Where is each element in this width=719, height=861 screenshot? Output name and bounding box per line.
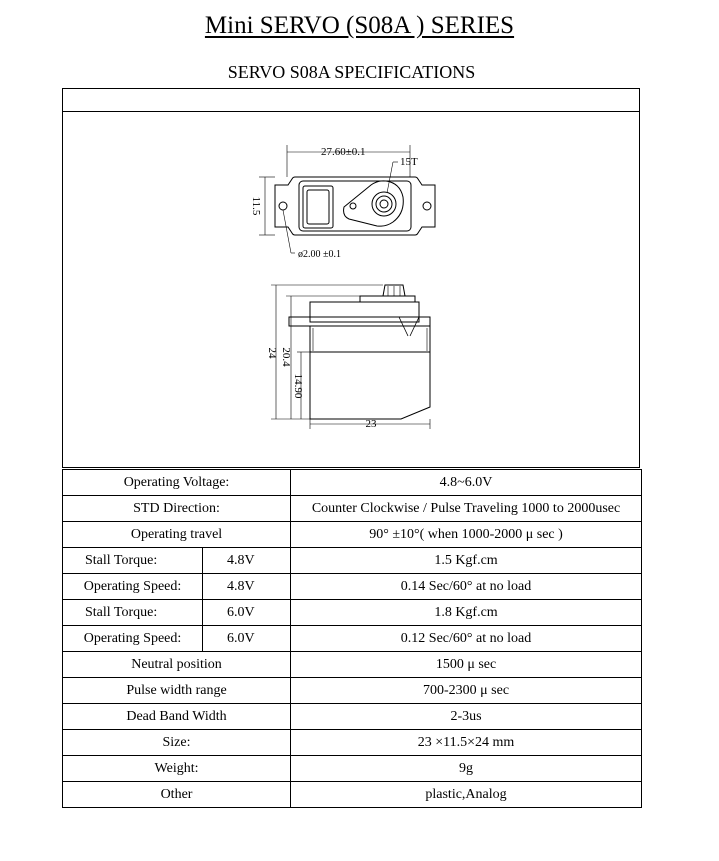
table-row: Size: 23 ×11.5×24 mm <box>61 729 643 756</box>
table-row: Weight: 9g <box>61 755 643 782</box>
spec-value: 9g <box>290 755 643 782</box>
spec-value: 2-3us <box>290 703 643 730</box>
table-row: Operating Voltage: 4.8~6.0V <box>61 469 643 496</box>
spec-value: 700-2300 μ sec <box>290 677 643 704</box>
spec-value: 4.8~6.0V <box>290 469 643 496</box>
body-width-label: 23 <box>366 418 378 430</box>
spec-value: 1.8 Kgf.cm <box>290 599 643 626</box>
spec-voltage: 6.0V <box>201 599 292 626</box>
table-row: Other plastic,Analog <box>61 781 643 808</box>
spec-label: STD Direction: <box>61 495 292 522</box>
spec-voltage: 6.0V <box>201 625 292 652</box>
hole-dimension-label: ø2.00 ±0.1 <box>298 249 341 260</box>
frame-header-divider <box>63 111 639 112</box>
table-row: Stall Torque: 4.8V 1.5 Kgf.cm <box>62 547 643 574</box>
spec-value: 1500 μ sec <box>290 651 643 678</box>
spec-label: Stall Torque: <box>62 599 203 626</box>
spec-label: Neutral position <box>61 651 292 678</box>
spec-label: Stall Torque: <box>62 547 203 574</box>
spec-value: 0.14 Sec/60° at no load <box>290 573 643 600</box>
spec-voltage: 4.8V <box>201 573 292 600</box>
lower-height-label: 14.90 <box>292 374 304 399</box>
spec-label: Other <box>61 781 292 808</box>
document-title: Mini SERVO (S08A ) SERIES <box>204 12 515 39</box>
specifications-table: Operating Voltage: 4.8~6.0V STD Directio… <box>61 469 643 808</box>
spline-label: 15T <box>400 156 418 168</box>
overall-height-label: 24 <box>266 348 278 360</box>
spec-value: plastic,Analog <box>290 781 643 808</box>
table-row: Dead Band Width 2-3us <box>61 703 643 730</box>
table-row: Operating Speed: 6.0V 0.12 Sec/60° at no… <box>62 625 643 652</box>
drawing-frame: 27.60±0.1 15T ø2.00 ±0.1 11.5 24 20.4 14… <box>62 88 640 468</box>
spec-value: 0.12 Sec/60° at no load <box>290 625 643 652</box>
height-dimension-label: 11.5 <box>250 197 262 216</box>
body-height-label: 20.4 <box>280 347 292 367</box>
table-row: Pulse width range 700-2300 μ sec <box>61 677 643 704</box>
table-row: Neutral position 1500 μ sec <box>61 651 643 678</box>
width-dimension-label: 27.60±0.1 <box>321 146 366 158</box>
spec-label: Dead Band Width <box>61 703 292 730</box>
table-row: Operating Speed: 4.8V 0.14 Sec/60° at no… <box>62 573 643 600</box>
spec-label: Operating travel <box>61 521 292 548</box>
spec-voltage: 4.8V <box>201 547 292 574</box>
table-row: STD Direction: Counter Clockwise / Pulse… <box>61 495 643 522</box>
spec-label: Operating Speed: <box>62 573 203 600</box>
spec-label: Weight: <box>61 755 292 782</box>
spec-label: Operating Voltage: <box>61 469 292 496</box>
spec-label: Pulse width range <box>61 677 292 704</box>
spec-value: Counter Clockwise / Pulse Traveling 1000… <box>290 495 643 522</box>
servo-technical-drawing: 27.60±0.1 15T ø2.00 ±0.1 11.5 24 20.4 14… <box>250 145 436 430</box>
spec-label: Operating Speed: <box>62 625 203 652</box>
document-subtitle: SERVO S08A SPECIFICATIONS <box>227 62 476 82</box>
spec-value: 23 ×11.5×24 mm <box>290 729 643 756</box>
table-row: Operating travel 90° ±10°( when 1000-200… <box>61 521 643 548</box>
table-row: Stall Torque: 6.0V 1.8 Kgf.cm <box>62 599 643 626</box>
spec-value: 1.5 Kgf.cm <box>290 547 643 574</box>
spec-value: 90° ±10°( when 1000-2000 μ sec ) <box>290 521 643 548</box>
spec-label: Size: <box>61 729 292 756</box>
